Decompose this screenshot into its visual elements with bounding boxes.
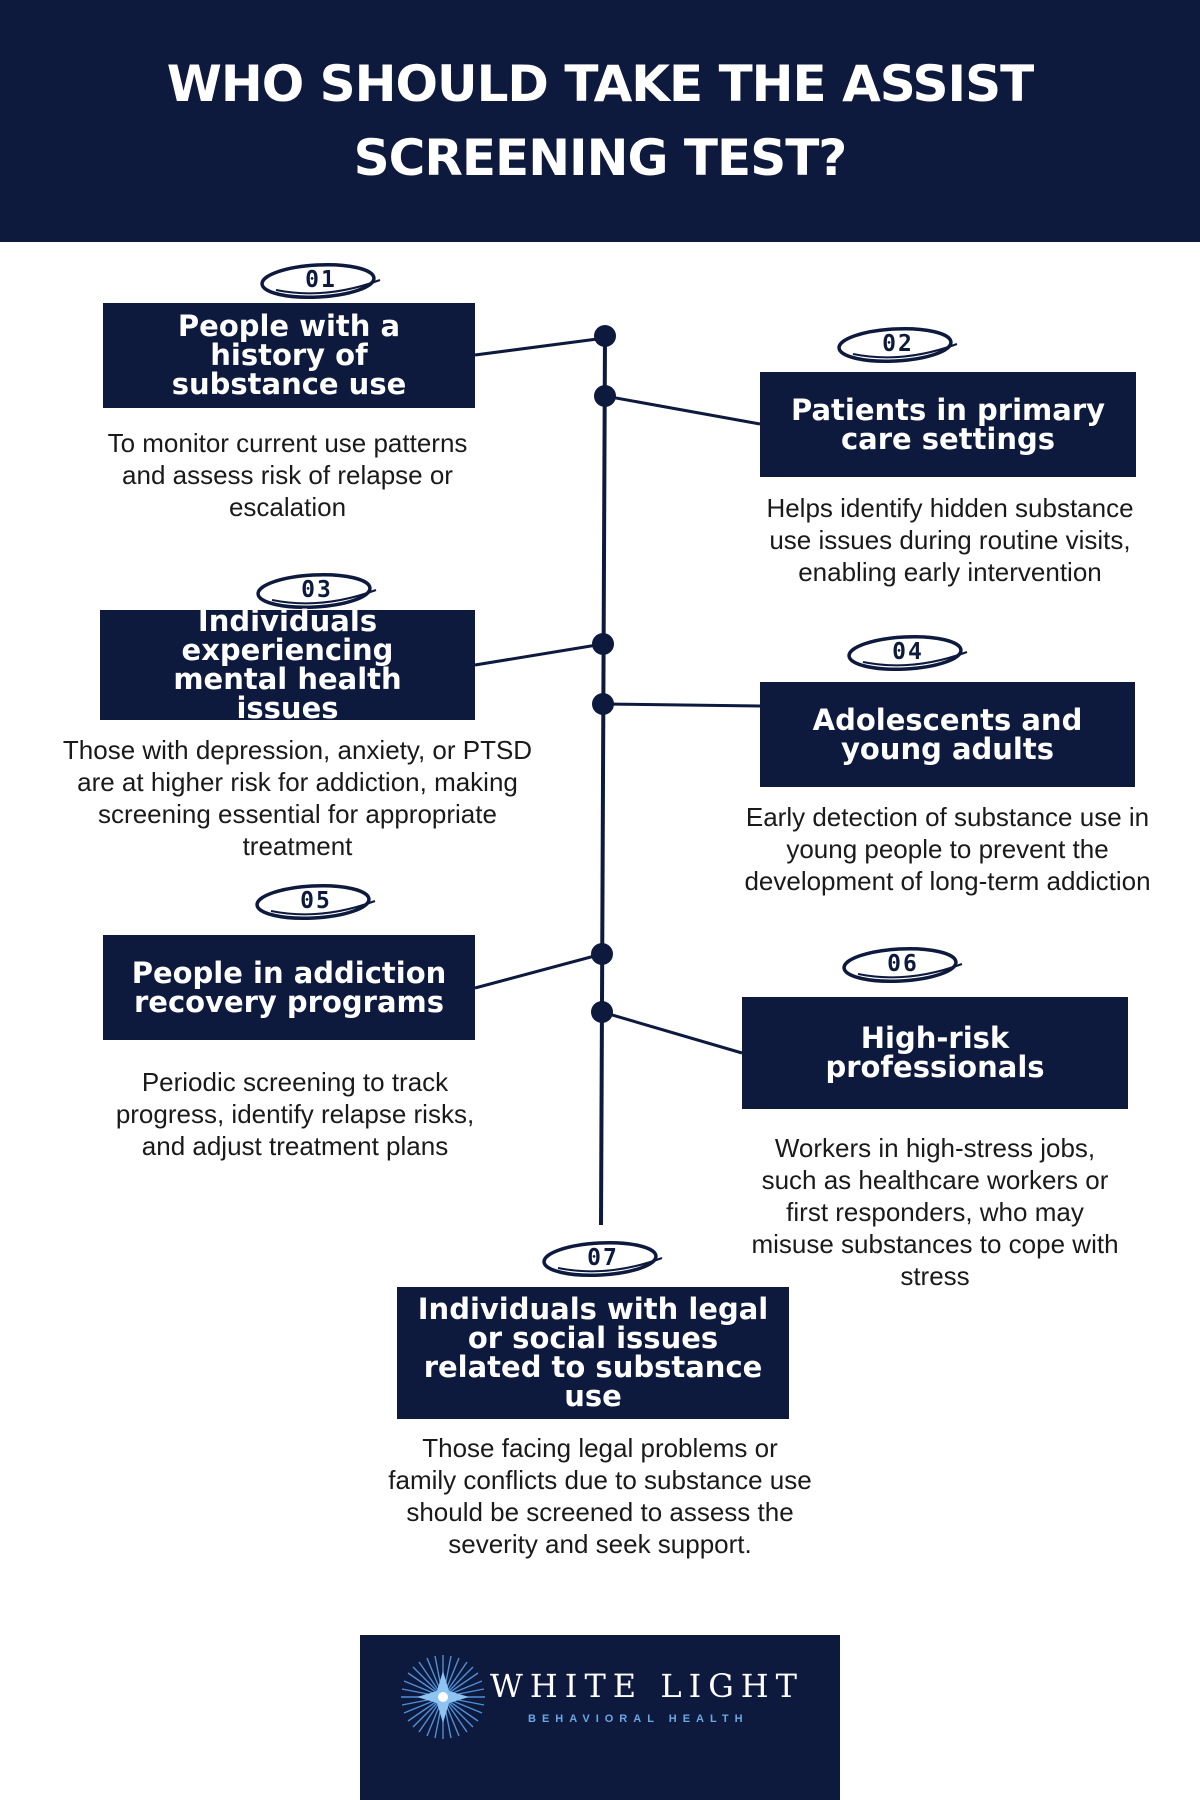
- timeline-node: [594, 385, 616, 407]
- number-badge-01: 01: [256, 256, 386, 304]
- page-title: WHO SHOULD TAKE THE ASSIST SCREENING TES…: [166, 55, 1035, 187]
- oval-brush-icon: [542, 1241, 663, 1277]
- timeline-node: [592, 693, 614, 715]
- timeline-node: [591, 943, 613, 965]
- badge-number: 03: [301, 577, 333, 603]
- item-title-box-01: People with a history of substance use: [103, 303, 475, 408]
- badge-number: 05: [300, 888, 332, 914]
- item-title: Individuals with legal or social issues …: [417, 1292, 769, 1413]
- number-badge-02: 02: [833, 320, 963, 368]
- badge-number: 07: [587, 1245, 619, 1271]
- number-badge-07: 07: [538, 1234, 668, 1282]
- number-badge-04: 04: [843, 628, 973, 676]
- number-badge-03: 03: [252, 566, 382, 614]
- badge-number: 06: [887, 951, 919, 977]
- oval-brush-icon: [255, 884, 376, 920]
- oval-brush-icon: [256, 573, 377, 609]
- number-badge-06: 06: [838, 940, 968, 988]
- timeline-node: [594, 325, 616, 347]
- item-title-box-03: Individuals experiencing mental health i…: [100, 604, 475, 725]
- item-title: Patients in primary care settings: [790, 392, 1106, 456]
- item-description-06: Workers in high-stress jobs, such as hea…: [751, 1133, 1119, 1291]
- brand-name: WHITE LIGHT: [490, 1667, 805, 1705]
- badge-number: 02: [882, 331, 914, 357]
- item-title: Adolescents and young adults: [812, 702, 1083, 766]
- item-description-03: Those with depression, anxiety, or PTSD …: [62, 735, 533, 861]
- timeline-node: [591, 1001, 613, 1023]
- item-description-01: To monitor current use patterns and asse…: [107, 428, 468, 522]
- oval-brush-icon: [260, 263, 381, 299]
- item-title: High-risk professionals: [825, 1021, 1045, 1084]
- item-title: People with a history of substance use: [171, 309, 407, 401]
- number-badge-05: 05: [251, 877, 381, 925]
- item-description-02: Helps identify hidden substance use issu…: [766, 493, 1134, 587]
- item-title-box-07: Individuals with legal or social issues …: [397, 1287, 789, 1419]
- oval-brush-icon: [837, 327, 958, 363]
- item-title-box-04: Adolescents and young adults: [760, 682, 1135, 787]
- item-title: Individuals experiencing mental health i…: [173, 604, 402, 725]
- item-title-box-05: People in addiction recovery programs: [103, 935, 475, 1040]
- badge-number: 01: [305, 267, 337, 293]
- oval-brush-icon: [842, 947, 963, 983]
- item-title-box-06: High-risk professionals: [742, 997, 1128, 1109]
- badge-number: 04: [892, 639, 924, 665]
- timeline-node: [592, 633, 614, 655]
- footer-logo-panel: WHITE LIGHT BEHAVIORAL HEALTH: [360, 1635, 840, 1800]
- item-description-05: Periodic screening to track progress, id…: [115, 1067, 475, 1161]
- item-title: People in addiction recovery programs: [131, 955, 447, 1019]
- header-banner: WHO SHOULD TAKE THE ASSIST SCREENING TES…: [0, 0, 1200, 242]
- brand-subtitle: BEHAVIORAL HEALTH: [528, 1713, 749, 1725]
- item-description-04: Early detection of substance use in youn…: [744, 802, 1151, 896]
- oval-brush-icon: [847, 635, 968, 671]
- item-description-07: Those facing legal problems or family co…: [388, 1433, 812, 1559]
- starburst-logo-icon: [401, 1655, 485, 1739]
- item-title-box-02: Patients in primary care settings: [760, 372, 1136, 477]
